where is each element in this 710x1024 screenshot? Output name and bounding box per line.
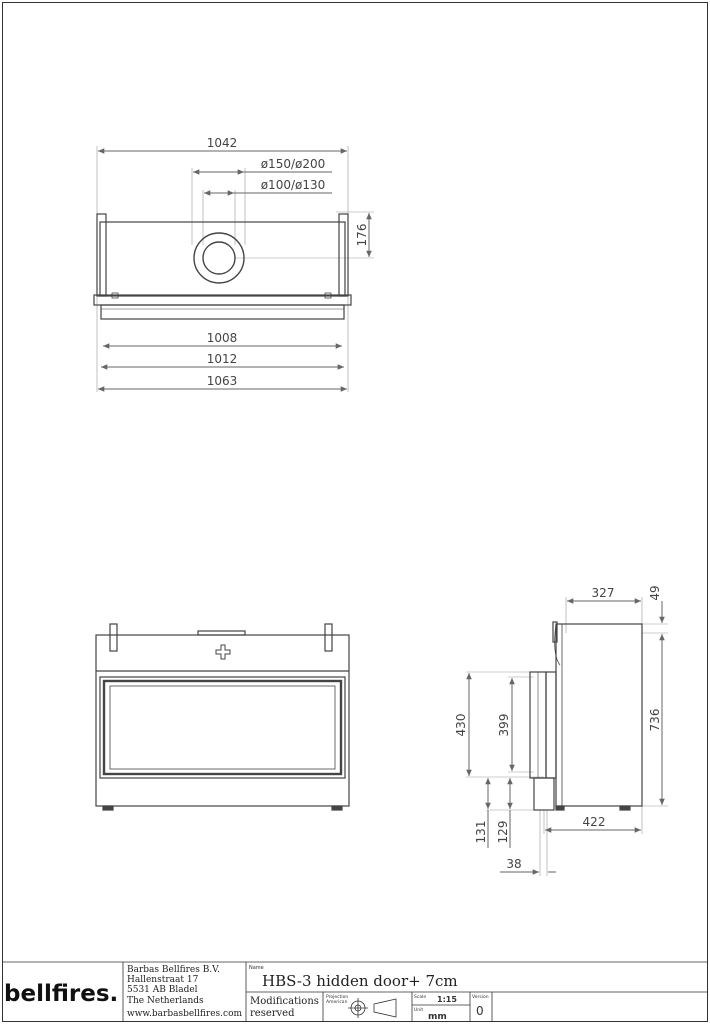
front-glass — [109, 685, 336, 770]
dim-label-129: 129 — [496, 821, 510, 844]
bellfires-logo: bellfires. — [4, 981, 118, 1007]
dim-label-flue-inner: ø100/ø130 — [261, 178, 326, 192]
company-country: The Netherlands — [127, 996, 204, 1006]
dim-label-1063: 1063 — [207, 374, 238, 388]
title-block — [2, 961, 708, 1021]
company-website: www.barbasbellfires.com — [127, 1009, 242, 1019]
dim-label-1042: 1042 — [207, 136, 238, 150]
dim-label-38: 38 — [506, 857, 521, 871]
top-view-glass — [100, 304, 345, 320]
dim-label-422: 422 — [583, 815, 606, 829]
dim-label-399: 399 — [497, 714, 511, 737]
dim-label-176: 176 — [355, 224, 369, 247]
modifications-line-2: reserved — [250, 1008, 295, 1019]
version-label: Version — [472, 994, 489, 1000]
projection-cone — [373, 998, 397, 1018]
dim-label-327: 327 — [592, 586, 615, 600]
front-view-body — [95, 634, 350, 807]
side-view-body — [555, 623, 643, 807]
modifications-line-1: Modifications — [250, 996, 319, 1007]
unit-label: Unit — [414, 1007, 423, 1013]
version-value: 0 — [476, 1004, 484, 1018]
company-street: Hallenstraat 17 — [127, 975, 199, 985]
scale-label: Scale — [414, 994, 426, 1000]
scale-value: 1:15 — [437, 995, 457, 1004]
side-view — [466, 597, 668, 876]
unit-value: mm — [428, 1012, 447, 1022]
projection-label-1: Projection — [326, 994, 348, 1000]
side-top-bracket — [552, 621, 558, 643]
name-label: Name — [249, 965, 264, 971]
front-window-frame — [99, 676, 346, 779]
flue-inner-circle — [202, 241, 236, 275]
top-view-body — [99, 221, 346, 297]
projection-label-2: American — [326, 999, 348, 1005]
left-bracket — [96, 213, 107, 297]
dim-label-1012: 1012 — [207, 352, 238, 366]
drawing-name: HBS-3 hidden door+ 7cm — [262, 972, 458, 990]
dim-label-1008: 1008 — [207, 331, 238, 345]
front-right-bracket — [324, 623, 333, 652]
top-view — [93, 146, 374, 392]
front-view — [95, 623, 350, 811]
front-top-flange — [197, 630, 246, 636]
dim-label-49: 49 — [648, 585, 662, 600]
dim-label-736: 736 — [648, 709, 662, 732]
company-city: 5531 AB Bladel — [127, 985, 198, 995]
flue-outer-circle — [193, 232, 245, 284]
side-base — [533, 777, 555, 811]
dim-label-131: 131 — [474, 821, 488, 844]
cross-icon — [215, 644, 231, 660]
right-bracket — [338, 213, 349, 297]
dim-label-430: 430 — [454, 714, 468, 737]
dim-label-flue-outer: ø150/ø200 — [261, 157, 326, 171]
front-left-bracket — [109, 623, 118, 652]
company-name: Barbas Bellfires B.V. — [127, 965, 220, 975]
